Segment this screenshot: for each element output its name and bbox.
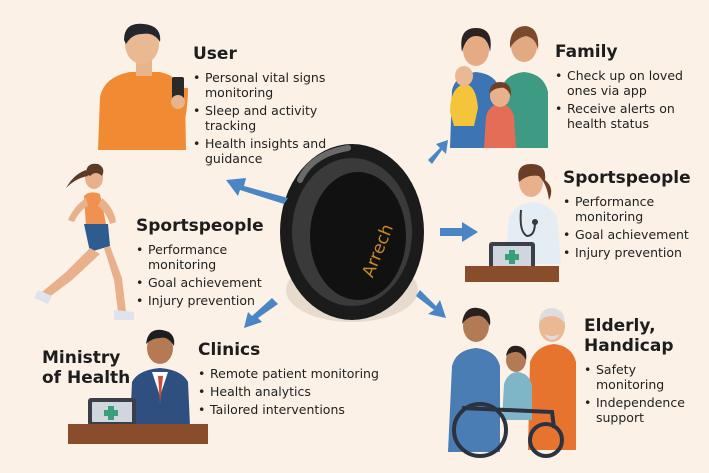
list-item: Performance monitoring [136,242,286,272]
list-item: Receive alerts on health status [555,101,695,131]
list-item: Sleep and activity tracking [193,103,338,133]
runner-illustration [34,163,134,320]
user-section: User Personal vital signs monitoring Sle… [193,44,338,169]
list-item: Independence support [584,395,694,425]
sportspeople-left-list: Performance monitoring Goal achievement … [136,242,286,308]
sportspeople-left-title: Sportspeople [136,216,264,236]
family-list: Check up on loved ones via app Receive a… [555,68,695,131]
clinics-list: Remote patient monitoring Health analyti… [198,366,383,417]
list-item: Health insights and guidance [193,136,338,166]
user-title: User [193,44,237,64]
list-item: Performance monitoring [563,194,703,224]
ministry-title: Ministry of Health [42,348,131,388]
list-item: Tailored interventions [198,402,383,417]
list-item: Safety monitoring [584,362,694,392]
sportspeople-left-section: Sportspeople Performance monitoring Goal… [136,216,286,311]
list-item: Check up on loved ones via app [555,68,695,98]
family-title: Family [555,42,618,62]
list-item: Personal vital signs monitoring [193,70,338,100]
smart-ring: Arrech [280,144,424,322]
sportspeople-right-list: Performance monitoring Goal achievement … [563,194,703,260]
sportspeople-right-title: Sportspeople [563,168,691,188]
list-item: Injury prevention [563,245,703,260]
list-item: Goal achievement [563,227,703,242]
user-illustration [98,23,188,150]
family-illustration [450,26,548,148]
list-item: Goal achievement [136,275,286,290]
user-list: Personal vital signs monitoring Sleep an… [193,70,338,166]
family-section: Family Check up on loved ones via app Re… [555,42,695,134]
clinics-section: Clinics Remote patient monitoring Health… [198,340,383,420]
list-item: Remote patient monitoring [198,366,383,381]
elderly-list: Safety monitoring Independence support [584,362,694,425]
doctor-illustration [465,164,561,282]
clinics-title: Clinics [198,340,261,360]
list-item: Injury prevention [136,293,286,308]
elderly-section: Elderly, Handicap Safety monitoring Inde… [584,316,694,428]
official-illustration [68,329,208,444]
sportspeople-right-section: Sportspeople Performance monitoring Goal… [563,168,703,263]
elderly-illustration [448,307,576,458]
elderly-title: Elderly, Handicap [584,316,674,356]
list-item: Health analytics [198,384,383,399]
